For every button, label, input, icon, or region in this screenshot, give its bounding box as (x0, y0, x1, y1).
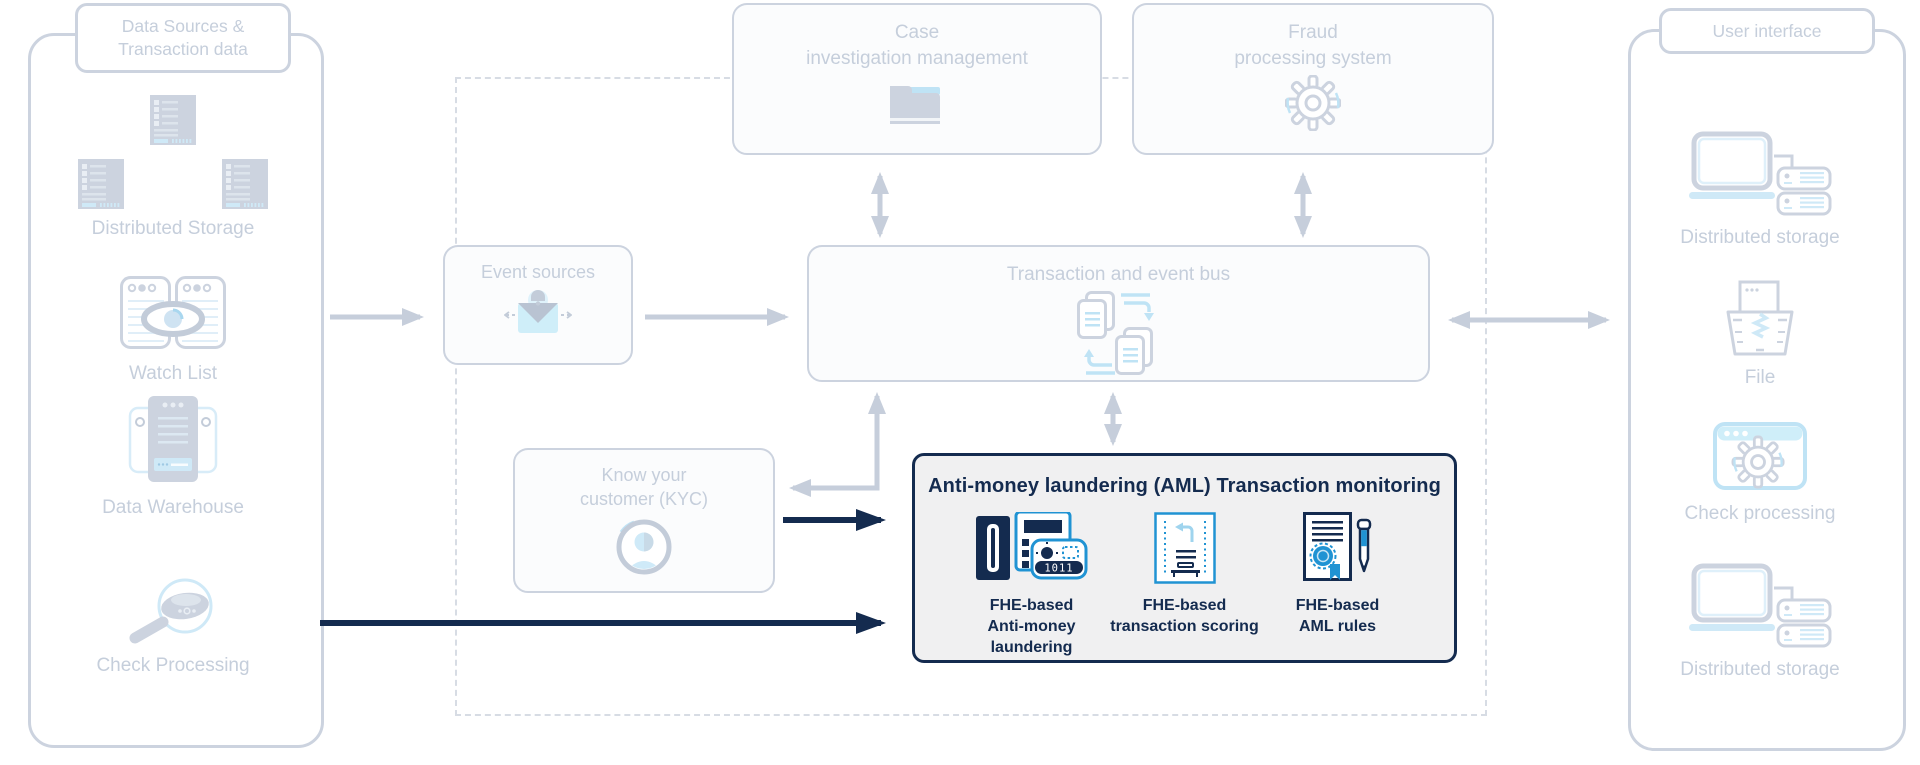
transaction-event-bus-box: Transaction and event bus (807, 245, 1430, 382)
fraud-processing-box: Fraud processing system (1132, 3, 1494, 155)
aml-monitoring-title: Anti-money laundering (AML) Transaction … (928, 475, 1441, 497)
kyc-label: Know your customer (KYC) (579, 465, 709, 510)
person-icon (616, 519, 672, 575)
watch-list-icon (120, 276, 226, 349)
transaction-event-bus-label: Transaction and event bus (1006, 264, 1231, 285)
laptop-servers-icon (1688, 562, 1832, 650)
data-warehouse-icon (128, 396, 218, 482)
laptop-servers-icon (1688, 130, 1832, 218)
data-sources-panel-title-text: Data Sources & Transaction data (118, 16, 248, 59)
left-item-data-warehouse: Data Warehouse (58, 396, 288, 521)
scoring-document-icon (1153, 512, 1216, 584)
right-item-label: Check processing (1684, 503, 1836, 524)
aml-monitoring-box: Anti-money laundering (AML) Transaction … (912, 453, 1457, 663)
aml-item-aml-rules: FHE-based AML rules (1261, 512, 1414, 658)
notification-mail-icon (504, 290, 572, 334)
right-item-label: File (1744, 367, 1776, 388)
aml-item-anti-money-laundering: 1011 FHE-based Anti-money laundering (955, 512, 1108, 658)
left-item-check-processing: Check Processing (58, 574, 288, 679)
event-sources-label: Event sources (480, 262, 596, 282)
distributed-storage-icon (78, 95, 268, 209)
kyc-box: Know your customer (KYC) (513, 448, 775, 593)
gear-icon (1285, 75, 1341, 132)
case-investigation-box: Case investigation management (732, 3, 1102, 155)
left-item-distributed-storage: Distributed Storage (58, 95, 288, 242)
case-investigation-label: Case investigation management (806, 22, 1028, 69)
right-item-check-processing: Check processing (1645, 422, 1875, 527)
fraud-processing-label: Fraud processing system (1234, 22, 1392, 69)
file-shredder-icon (1726, 280, 1794, 356)
right-item-distributed-storage-bottom: Distributed storage (1645, 562, 1875, 683)
user-interface-panel-title: User interface (1659, 8, 1875, 54)
folder-icon (890, 86, 940, 125)
right-item-label: Distributed storage (1680, 659, 1840, 680)
right-item-distributed-storage-top: Distributed storage (1645, 130, 1875, 251)
aml-items-row: 1011 FHE-based Anti-money laundering (915, 512, 1454, 658)
card-reader-icon-text: 1011 (1044, 563, 1073, 575)
left-item-label: Distributed Storage (91, 218, 255, 239)
certificate-pen-icon (1302, 512, 1371, 581)
magnifier-icon (129, 578, 213, 644)
aml-item-label: FHE-based Anti-money laundering (987, 597, 1076, 657)
left-item-label: Check Processing (96, 655, 250, 676)
user-interface-panel-title-text: User interface (1712, 20, 1822, 41)
card-reader-icon: 1011 (975, 512, 1087, 580)
left-item-label: Watch List (129, 363, 217, 384)
browser-gear-icon (1713, 422, 1807, 490)
left-item-label: Data Warehouse (102, 497, 244, 518)
right-item-file: File (1645, 280, 1875, 391)
left-item-watch-list: Watch List (58, 276, 288, 387)
event-sources-box: Event sources (443, 245, 633, 365)
right-item-label: Distributed storage (1680, 227, 1840, 248)
aml-item-label: FHE-based transaction scoring (1110, 597, 1259, 636)
aml-item-transaction-scoring: FHE-based transaction scoring (1108, 512, 1261, 658)
aml-item-label: FHE-based AML rules (1295, 597, 1380, 636)
data-sources-panel-title: Data Sources & Transaction data (75, 3, 291, 73)
document-exchange-icon (1076, 290, 1154, 375)
